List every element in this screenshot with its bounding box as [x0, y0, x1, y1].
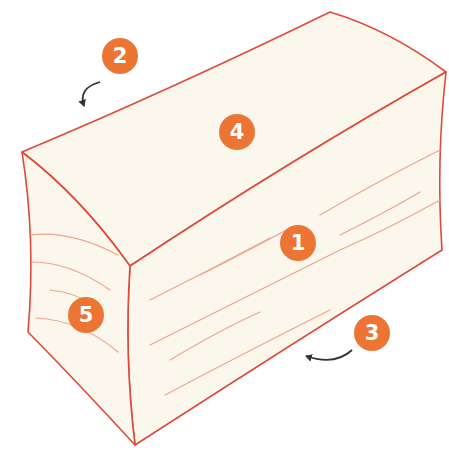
- callout-number: 1: [280, 225, 316, 261]
- wood-grain: [30, 150, 440, 395]
- front-face: [128, 72, 446, 445]
- callout-number: 5: [68, 297, 104, 333]
- rotation-arrow: [83, 82, 100, 106]
- rotation-arrow: [306, 350, 352, 360]
- end-face: [22, 152, 135, 445]
- callout-number: 4: [219, 114, 255, 150]
- callout-number: 3: [354, 315, 390, 351]
- callout-number: 2: [102, 38, 138, 74]
